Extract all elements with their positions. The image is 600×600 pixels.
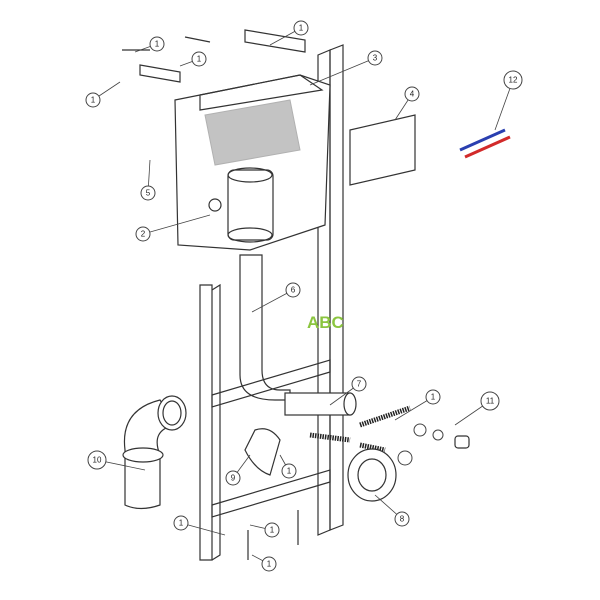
- callout-label: 9: [231, 474, 236, 483]
- callout-circle: [225, 470, 241, 486]
- callout-circle: [367, 50, 383, 66]
- callout-label: 10: [93, 456, 102, 465]
- leader-line: [309, 57, 376, 86]
- callout-circle: [351, 376, 367, 392]
- callout-6: 6: [251, 282, 301, 313]
- callout-circle: [173, 515, 189, 531]
- callout-label: 7: [357, 380, 362, 389]
- fixings: [122, 36, 470, 560]
- callout-7: 7: [329, 376, 367, 406]
- callout-label: 1: [287, 467, 292, 476]
- callout-circle: [87, 450, 107, 470]
- callout-1: 1: [249, 522, 280, 538]
- callout-circle: [264, 522, 280, 538]
- callout-1: 1: [251, 554, 277, 572]
- callout-12: 12: [494, 70, 523, 131]
- pan-connector: [122, 395, 187, 510]
- callout-label: 2: [141, 230, 146, 239]
- callout-circle: [404, 86, 420, 102]
- callout-label: 3: [373, 54, 378, 63]
- callout-label: 1: [270, 526, 275, 535]
- callout-1: 1: [179, 51, 207, 67]
- callout-4: 4: [394, 86, 420, 121]
- callout-circle: [394, 511, 410, 527]
- callout-circle: [281, 463, 297, 479]
- leader-line: [142, 214, 211, 235]
- flush-pipe: [239, 254, 357, 416]
- callout-label: 1: [431, 393, 436, 402]
- callout-label: 11: [486, 397, 495, 406]
- flange: [347, 448, 397, 502]
- callout-label: 5: [146, 189, 151, 198]
- leader-line: [180, 522, 226, 536]
- callout-circle: [425, 389, 441, 405]
- callout-circle: [135, 226, 151, 242]
- callout-1: 1: [173, 515, 226, 536]
- callout-label: 1: [179, 519, 184, 528]
- callout-1: 1: [394, 389, 441, 421]
- callout-label: 1: [91, 96, 96, 105]
- frame: [139, 29, 344, 561]
- callout-label: 1: [299, 24, 304, 33]
- callout-9: 9: [225, 454, 251, 486]
- callout-circle: [85, 92, 101, 108]
- callout-circle: [261, 556, 277, 572]
- mounting-plate: [349, 114, 416, 186]
- supply-lines: [459, 128, 511, 159]
- callout-3: 3: [309, 50, 383, 86]
- callout-circle: [293, 20, 309, 36]
- callout-circle: [503, 70, 523, 90]
- callout-label: 6: [291, 286, 296, 295]
- callout-circle: [149, 36, 165, 52]
- callout-11: 11: [454, 391, 500, 426]
- callout-1: 1: [85, 81, 121, 108]
- callout-circle: [140, 185, 156, 201]
- callout-10: 10: [87, 450, 146, 471]
- callout-2: 2: [135, 214, 211, 242]
- cistern: [174, 74, 331, 251]
- callout-circle: [191, 51, 207, 67]
- callout-circle: [480, 391, 500, 411]
- callout-8: 8: [374, 494, 410, 527]
- callout-1: 1: [279, 454, 297, 479]
- callout-label: 1: [267, 560, 272, 569]
- callout-label: 4: [410, 90, 415, 99]
- callout-5: 5: [140, 159, 156, 201]
- callout-1: 1: [134, 36, 165, 53]
- leader-line: [251, 289, 294, 313]
- callout-circle: [285, 282, 301, 298]
- callout-label: 1: [155, 40, 160, 49]
- callout-label: 8: [400, 515, 405, 524]
- callout-label: 1: [197, 55, 202, 64]
- threaded-rods: [309, 405, 411, 453]
- watermark-logo: ABC: [307, 313, 344, 332]
- callout-1: 1: [269, 20, 309, 46]
- callout-label: 12: [509, 76, 518, 85]
